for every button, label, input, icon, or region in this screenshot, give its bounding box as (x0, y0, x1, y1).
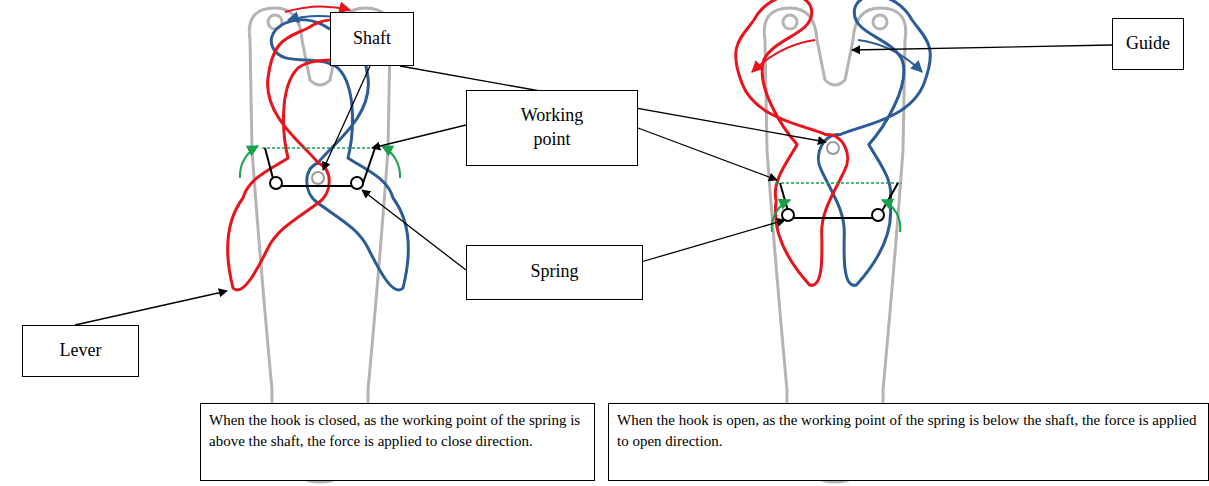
caption-text: When the hook is open, as the working po… (617, 410, 1200, 452)
callout-box: Shaft (330, 12, 414, 66)
callout-box: Spring (466, 245, 643, 300)
shaft (312, 172, 324, 184)
callout-label: Shaft (337, 27, 407, 50)
callout-label: Lever (29, 339, 132, 362)
callout-label: Working point (507, 104, 597, 151)
red-lever (679, 0, 927, 289)
leader-lines (75, 45, 1112, 325)
callout-box: Lever (22, 325, 139, 377)
caption-box: When the hook is closed, as the working … (200, 403, 595, 481)
caption-box: When the hook is open, as the working po… (608, 403, 1209, 481)
shaft (827, 142, 839, 154)
callout-label: Guide (1119, 32, 1177, 55)
callout-box: Guide (1112, 18, 1184, 70)
caption-text: When the hook is closed, as the working … (209, 410, 586, 452)
callout-box: Working point (466, 90, 638, 166)
blue-lever (739, 0, 987, 289)
callout-label: Spring (473, 260, 636, 283)
